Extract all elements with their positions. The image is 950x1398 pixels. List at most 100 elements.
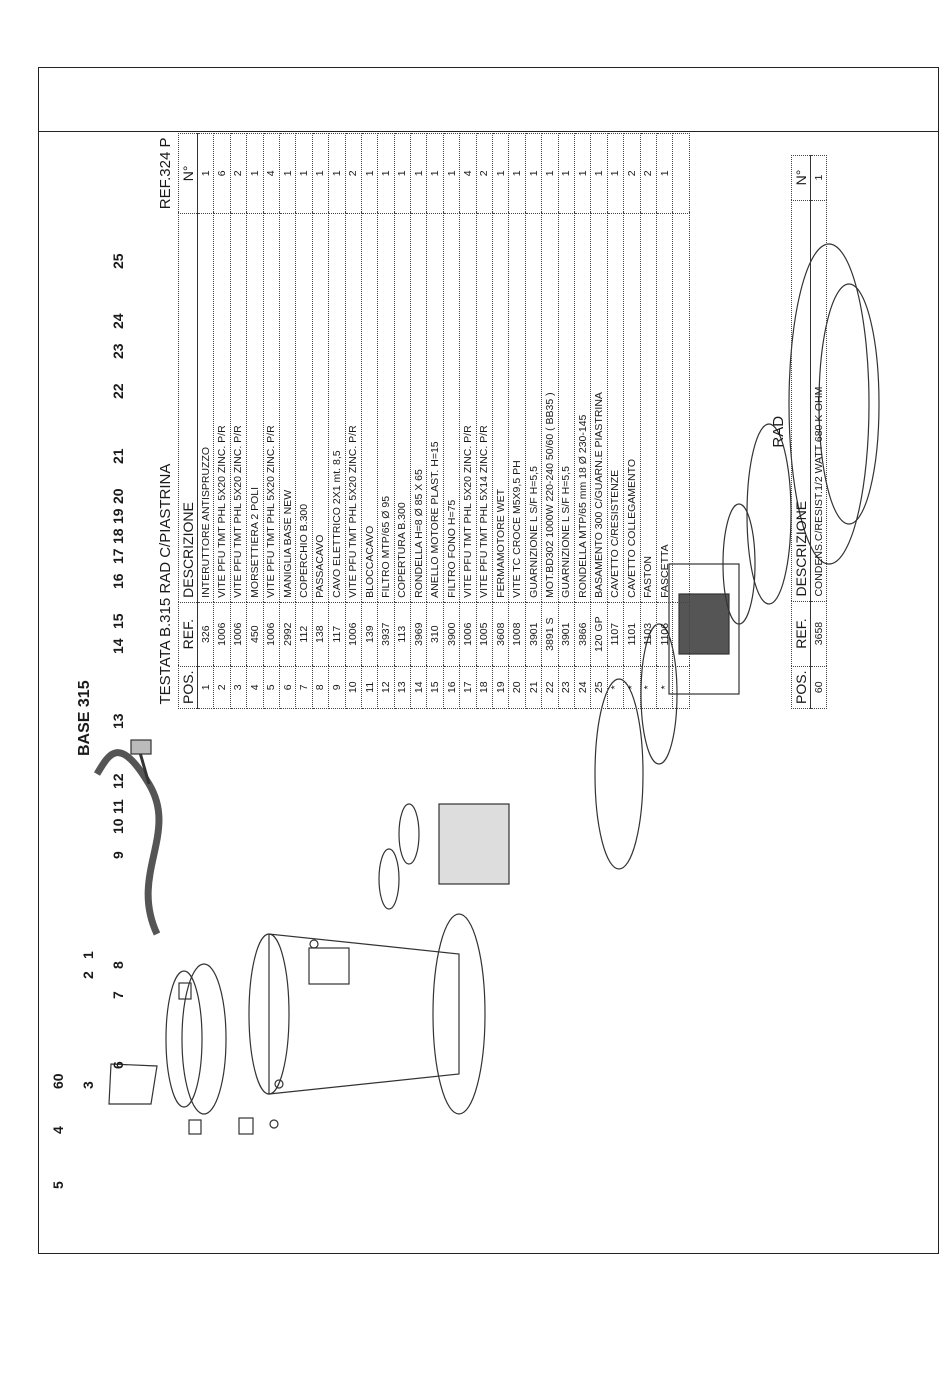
- main_table-cell-desc: ANELLO MOTORE PLAST. H=15: [426, 213, 444, 603]
- main_table-cell-ref: 1006: [213, 602, 231, 667]
- main_table-cell-pos: 15: [426, 666, 444, 709]
- main_table-cell-qty: 1: [590, 133, 608, 214]
- main_table-cell-desc: PASSACAVO: [312, 213, 329, 603]
- main_table-cell-pos: 21: [525, 666, 542, 709]
- callout-23: 23: [110, 343, 126, 359]
- screw-5: [269, 1119, 279, 1129]
- main_table-cell-qty: 1: [394, 133, 411, 214]
- main_table-cell-qty: 1: [295, 133, 313, 214]
- main_table-cell-ref: 3937: [377, 602, 395, 667]
- main_table-cell-pos: 7: [295, 666, 313, 709]
- figure-title: BASE 315: [76, 680, 93, 756]
- main_table-cell-qty: 2: [640, 133, 657, 214]
- filter-part: [438, 803, 510, 885]
- plate-part: [594, 678, 644, 870]
- frame-header: [39, 68, 938, 132]
- callout-22: 22: [110, 383, 126, 399]
- main_table-row: [672, 133, 690, 709]
- main_table-cell-qty: 1: [656, 133, 673, 214]
- main_table-cell-ref: 3969: [410, 602, 427, 667]
- main_table-cell-desc: VITE TC CROCE M5X9,5 PH: [508, 213, 526, 603]
- main_table-cell-pos: 25: [590, 666, 608, 709]
- main_table-cell-ref: 3900: [443, 602, 460, 667]
- main_table-cell-qty: 1: [426, 133, 444, 214]
- main_table-cell-desc: FERMAMOTORE WET: [492, 213, 509, 603]
- main_table-cell-pos: 10: [345, 666, 362, 709]
- main_table-cell-ref: 3866: [574, 602, 591, 667]
- main_table-cell-qty: 6: [213, 133, 231, 214]
- main_table-cell-desc: INTERUTTORE ANTISPRUZZO: [197, 213, 214, 603]
- main_table-cell-desc: FASCETTA: [656, 213, 673, 603]
- rad-title: RAD: [770, 415, 787, 448]
- table-ref-code: REF.324 P: [157, 137, 174, 210]
- ring-15: [398, 803, 420, 865]
- main_table-cell-qty: 1: [246, 133, 264, 214]
- main_table-cell-desc: FILTRO MTP/65 Ø 95: [377, 213, 395, 603]
- callout-17: 17: [110, 548, 126, 564]
- callout-18: 18: [110, 528, 126, 544]
- main_table-cell-ref: [672, 602, 690, 667]
- main_table-cell-desc: BASAMENTO 300 C/GUARN.E PIASTRINA: [590, 213, 608, 603]
- base-inner: [818, 283, 880, 525]
- callout-10: 10: [110, 818, 126, 834]
- main_table-cell-qty: 1: [361, 133, 378, 214]
- callout-16: 16: [110, 573, 126, 589]
- col-desc-header: DESCRIZIONE: [178, 213, 198, 603]
- main_table-cell-pos: 16: [443, 666, 460, 709]
- main_table-cell-qty: 2: [476, 133, 493, 214]
- callout-5: 5: [50, 1181, 66, 1189]
- main_table-cell-qty: 1: [525, 133, 542, 214]
- main_table-cell-qty: [672, 133, 690, 214]
- main_table-cell-pos: 17: [459, 666, 477, 709]
- main_table-cell-pos: [672, 666, 690, 709]
- rad-col-qty-header: N°: [791, 155, 811, 201]
- callout-8: 8: [110, 961, 126, 969]
- parts-table: TESTATA B.315 RAD C/PIASTRINA REF.324 P …: [154, 133, 690, 709]
- main_table-cell-desc: GUARNIZIONE L S/F H=5,5: [558, 213, 575, 603]
- main_table-cell-pos: *: [640, 666, 657, 709]
- main_table-cell-pos: 6: [279, 666, 296, 709]
- main_table-cell-qty: 1: [328, 133, 346, 214]
- screw-3: [274, 1079, 284, 1089]
- main_table-cell-pos: 4: [246, 666, 264, 709]
- main_table-cell-pos: 8: [312, 666, 329, 709]
- main_table-cell-qty: 1: [312, 133, 329, 214]
- motor-part: [668, 563, 740, 695]
- main_table-cell-desc: RONDELLA MTP/65 mm 18 Ø 230-145: [574, 213, 591, 603]
- main_table-cell-pos: 3: [230, 666, 247, 709]
- callout-25: 25: [110, 253, 126, 269]
- ring-24: [746, 423, 792, 605]
- main_table-cell-pos: *: [607, 666, 624, 709]
- handle-part: [108, 1063, 158, 1105]
- part-1: [178, 982, 192, 1000]
- main_table-cell-qty: 1: [607, 133, 624, 214]
- lid-rim-part: [181, 963, 227, 1115]
- rad_table-cell-desc: CONDENS.C/RESIST.1/2 WATT 680 K-OHM: [810, 200, 827, 602]
- main_table-cell-desc: RONDELLA H=8 Ø 85 X 65: [410, 213, 427, 603]
- main_table-cell-pos: *: [656, 666, 673, 709]
- main_table-cell-ref: 138: [312, 602, 329, 667]
- main_table-cell-desc: MORSETTIERA 2 POLI: [246, 213, 264, 603]
- main_table-cell-desc: GUARNIZIONE L S/F H=5,5: [525, 213, 542, 603]
- main_table-cell-ref: 1106: [656, 602, 673, 667]
- callout-14: 14: [110, 638, 126, 654]
- ring-14: [378, 848, 400, 910]
- main_table-cell-qty: 1: [541, 133, 559, 214]
- main_table-cell-desc: VITE PFU TMT PHL 5X20 ZINC. P/R: [345, 213, 362, 603]
- main_table-cell-pos: 11: [361, 666, 378, 709]
- rad_table-cell-qty: 1: [810, 155, 827, 201]
- rad-title-row: RAD: [767, 155, 792, 708]
